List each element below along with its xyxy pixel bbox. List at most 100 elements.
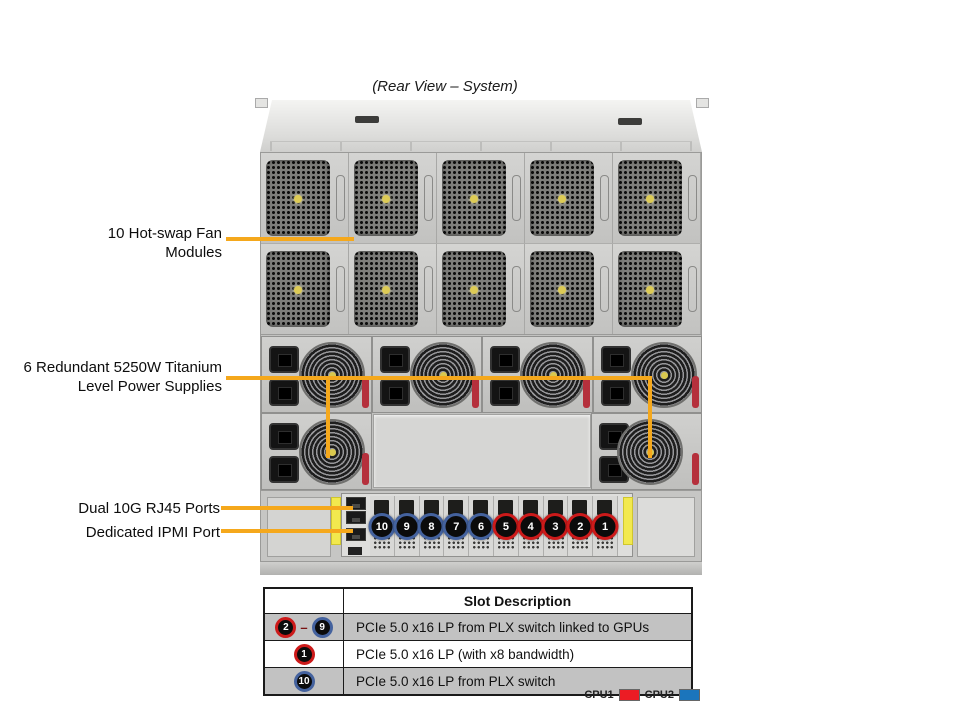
- fan-led-icon: [470, 286, 478, 294]
- ac-inlet: [269, 456, 299, 483]
- fan-module: [613, 153, 701, 243]
- ac-inlet: [490, 379, 520, 406]
- table-header-title: Slot Description: [463, 593, 572, 609]
- slot-description-text: PCIe 5.0 x16 LP (with x8 bandwidth): [356, 646, 575, 662]
- label-fan-modules: 10 Hot-swap Fan Modules: [107, 225, 222, 261]
- slot-number-badge: 4: [517, 513, 545, 540]
- cover-latch-icon: [355, 116, 379, 123]
- fan-grille: [618, 160, 682, 236]
- pcie-slot-10: 10: [368, 496, 396, 556]
- slot-cage: [522, 500, 538, 515]
- fan-module: [525, 244, 613, 334]
- pcie-slot-7: 7: [442, 496, 470, 556]
- range-dash: –: [300, 619, 308, 635]
- slot-description-table: Slot Description 2 – 9 PCIe 5.0 x16 LP f…: [263, 587, 693, 696]
- fan-handle: [600, 175, 609, 221]
- psu-latch: [691, 376, 699, 408]
- fan-module: [261, 153, 349, 243]
- pcie-slot-8: 8: [417, 496, 445, 556]
- legend-cpu1-label: CPU1: [584, 689, 614, 701]
- highlight-strip-right: [623, 497, 633, 545]
- fan-led-icon: [294, 286, 302, 294]
- fan-module: [261, 244, 349, 334]
- fan-led-icon: [646, 195, 654, 203]
- psu-latch: [582, 376, 590, 408]
- label-power-supplies: 6 Redundant 5250W Titanium Level Power S…: [23, 359, 222, 395]
- psu-module: [261, 413, 372, 490]
- slot-number-badge: 7: [442, 513, 470, 540]
- ac-inlet: [269, 423, 299, 450]
- slot-description-text: PCIe 5.0 x16 LP from PLX switch: [356, 673, 556, 689]
- mounting-ear-left: [255, 98, 268, 108]
- pcie-slot-5: 5: [492, 496, 520, 556]
- fan-led-icon: [558, 195, 566, 203]
- pcie-slot-9: 9: [393, 496, 421, 556]
- pcie-slot-1: 1: [591, 496, 619, 556]
- fan-module: [437, 153, 525, 243]
- psu-module: [261, 336, 372, 413]
- ac-inlet: [490, 346, 520, 373]
- fan-module: [613, 244, 701, 334]
- slot-badge: 1: [293, 643, 315, 665]
- rj45-port-2: [346, 511, 366, 524]
- psu-latch: [361, 453, 369, 485]
- psu-module: [482, 336, 593, 413]
- slot-number-badge: 5: [492, 513, 520, 540]
- pcie-slot-4: 4: [517, 496, 545, 556]
- fan-led-icon: [646, 286, 654, 294]
- label-ipmi-port: Dedicated IPMI Port: [85, 524, 220, 541]
- pcie-slot-2: 2: [566, 496, 594, 556]
- ac-inlet: [269, 379, 299, 406]
- page-title: (Rear View – System): [372, 78, 518, 95]
- callout-line-fans: [226, 237, 354, 241]
- table-row: 1 PCIe 5.0 x16 LP (with x8 bandwidth): [265, 640, 691, 667]
- ac-inlet: [600, 379, 631, 406]
- slot-number-badge: 8: [417, 513, 445, 540]
- pcie-slot-6: 6: [467, 496, 495, 556]
- fan-module: [349, 244, 437, 334]
- fan-led-icon: [294, 195, 302, 203]
- fan-module: [437, 244, 525, 334]
- psu-latch: [472, 376, 479, 408]
- fan-handle: [512, 175, 521, 221]
- fan-handle: [512, 266, 521, 312]
- table-header-empty-cell: [265, 589, 344, 613]
- psu-module: [591, 413, 702, 490]
- fan-module: [349, 153, 437, 243]
- psu-fan: [299, 419, 365, 485]
- slot-cage: [423, 500, 439, 515]
- fan-handle: [424, 175, 433, 221]
- psu-fan: [520, 342, 586, 408]
- pcie-slot-3: 3: [541, 496, 569, 556]
- mounting-ear-right: [696, 98, 709, 108]
- cover-vents: [270, 141, 692, 151]
- ac-inlet: [379, 346, 410, 373]
- label-rj45-ports: Dual 10G RJ45 Ports: [78, 500, 220, 517]
- highlight-strip-left: [331, 497, 341, 545]
- callout-line-psu: [226, 376, 652, 380]
- slot-cage: [597, 500, 613, 515]
- callout-line-rj45: [221, 506, 353, 510]
- fan-handle: [600, 266, 609, 312]
- psu-fan: [630, 342, 697, 408]
- fan-section: [260, 152, 702, 334]
- table-header-row: Slot Description: [265, 589, 691, 613]
- chassis-top-cover: [260, 100, 702, 152]
- legend-cpu2-label: CPU2: [644, 689, 674, 701]
- fan-row-top: [261, 153, 701, 244]
- slot-description-text: PCIe 5.0 x16 LP from PLX switch linked t…: [356, 619, 650, 635]
- slot-number-badge: 2: [566, 513, 594, 540]
- io-blank-panel-right: [637, 497, 695, 557]
- table-row: 2 – 9 PCIe 5.0 x16 LP from PLX switch li…: [265, 613, 691, 640]
- table-row: 10 PCIe 5.0 x16 LP from PLX switch: [265, 667, 691, 694]
- fan-handle: [336, 175, 345, 221]
- cpu-legend: CPU1 CPU2: [555, 689, 700, 701]
- fan-led-icon: [470, 195, 478, 203]
- slot-number-badge: 3: [541, 513, 569, 540]
- fan-handle: [688, 266, 697, 312]
- psu-latch: [691, 453, 699, 485]
- fan-handle: [688, 175, 697, 221]
